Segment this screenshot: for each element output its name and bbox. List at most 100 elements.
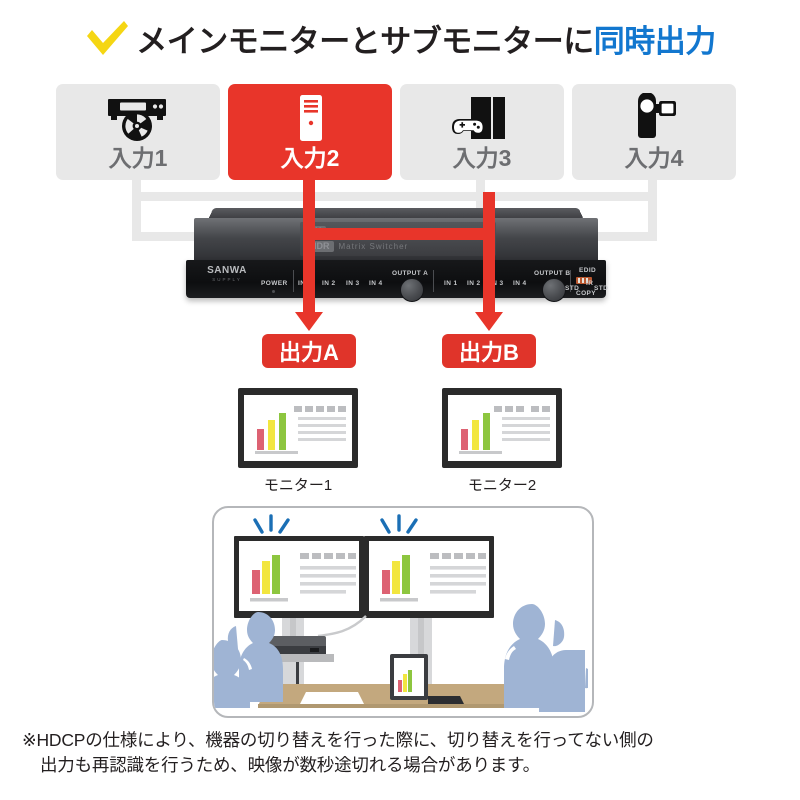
device-brand-subname: SUPPLY (212, 277, 242, 282)
device-brand-name: SANWA (207, 265, 247, 276)
desktop-pc-tower-icon (300, 95, 322, 141)
input-card-3[interactable]: 入力3 (400, 84, 564, 180)
input-card-2[interactable]: 入力2 (228, 84, 392, 180)
wall-monitor-right (364, 536, 494, 618)
monitor-1-frame (238, 388, 358, 468)
monitor-1-text-blocks (293, 405, 346, 412)
input-card-label-4: 入力4 (624, 145, 684, 171)
device-label-output-b: OUTPUT B (534, 270, 571, 277)
device-label-std-left: STD (565, 285, 580, 292)
person-left-collar (243, 658, 252, 670)
monitor-2-label: モニター2 (467, 477, 537, 494)
input-icon-wrap-2 (228, 92, 392, 144)
device-label-a-in3: IN 3 (346, 280, 360, 287)
device-label-b-in4: IN 4 (513, 280, 527, 287)
signal-path-horizontal (303, 228, 495, 240)
hdmi-matrix-switcher-device: 4K HDMI Matrix HDR Matrix Switcher SANWA… (186, 206, 608, 302)
device-brand-row-2: HDR Matrix Switcher (306, 239, 496, 254)
flash-icon-right (380, 514, 418, 534)
output-badge-b: 出力B (442, 334, 536, 368)
person-right-collar (505, 646, 516, 660)
input-card-label-2: 入力2 (280, 145, 340, 171)
monitor-2: モニター2 (442, 388, 562, 495)
hdmi-cable (317, 615, 367, 638)
input-icon-wrap-4 (572, 92, 736, 144)
device-label-edid: EDID (579, 267, 597, 274)
connector-drop-left (132, 192, 141, 240)
signal-path-output-b-stem (483, 192, 495, 316)
monitor-1-bar-chart (256, 412, 286, 450)
input-source-row: 入力1 入力2 (0, 84, 800, 188)
signal-arrowhead-output-b (475, 312, 503, 331)
person-left-front (214, 640, 250, 708)
game-console-icon (452, 97, 505, 139)
device-divider-2 (433, 270, 434, 292)
device-divider-1 (293, 270, 294, 292)
check-icon (87, 20, 129, 55)
device-label-ir-sensor: IR (586, 280, 594, 287)
device-label-power: POWER (261, 280, 288, 287)
device-label-a-in4: IN 4 (369, 280, 383, 287)
output-badge-a-label: 出力A (279, 340, 339, 365)
device-power-led (272, 290, 275, 293)
connector-line-input4 (648, 180, 657, 192)
input-icon-wrap-3 (400, 92, 564, 144)
signal-arrowhead-output-a (295, 312, 323, 331)
page-title-text: メインモニターとサブモニターに同時出力 (136, 16, 716, 61)
switcher-on-shelf (260, 636, 334, 696)
page-title: メインモニターとサブモニターに同時出力 (0, 16, 800, 61)
device-output-b-knob[interactable] (542, 278, 566, 302)
monitor-2-text-blocks (493, 405, 550, 412)
camcorder-icon (638, 93, 676, 138)
input-icon-wrap-1 (56, 92, 220, 144)
device-brand-logo: SANWA SUPPLY (200, 266, 254, 284)
meeting-room-scene (214, 514, 588, 712)
person-right-back (504, 604, 565, 708)
monitor-2-text-lines (502, 417, 550, 445)
monitor-2-bar-chart (460, 412, 490, 450)
monitor-1-screen (244, 395, 352, 461)
device-label-output-a: OUTPUT A (392, 270, 429, 277)
connector-bus-right (476, 192, 657, 201)
monitor-2-screen (448, 395, 556, 461)
footnote: ※HDCPの仕様により、機器の切り替えを行った際に、切り替えを行ってない側の 出… (22, 728, 788, 779)
input-card-1[interactable]: 入力1 (56, 84, 220, 180)
input-card-4[interactable]: 入力4 (572, 84, 736, 180)
device-hdr-tag: HDR (306, 241, 334, 252)
flash-icon-left (253, 514, 290, 534)
signal-path-input2-drop (303, 180, 315, 232)
laptop (390, 654, 464, 704)
footnote-line-2: 出力も再認識を行うため、映像が数秒途切れる場合があります。 (40, 755, 540, 776)
connector-line-input1 (132, 180, 141, 192)
output-badge-a: 出力A (262, 334, 356, 368)
device-divider-3 (570, 270, 571, 292)
monitor-1: モニター1 (238, 388, 358, 495)
paper-sheet (300, 692, 364, 704)
device-label-b-in3: IN 3 (490, 280, 504, 287)
signal-path-output-a-stem (303, 228, 315, 316)
monitor-1-text-lines (298, 417, 346, 445)
page-title-accent: 同時出力 (593, 24, 717, 59)
person-right-front (539, 650, 588, 712)
monitor-2-frame (442, 388, 562, 468)
monitor-2-chart-baseline (458, 450, 502, 454)
connector-drop-right (648, 192, 657, 240)
device-front-panel: SANWA SUPPLY POWER IN 1 IN 2 IN 3 IN 4 O… (186, 260, 608, 302)
input-card-label-1: 入力1 (108, 145, 168, 171)
device-upper-face: 4K HDMI Matrix HDR Matrix Switcher (194, 218, 598, 262)
meeting-room-illustration (212, 506, 594, 718)
connector-line-input3 (476, 180, 485, 192)
device-dip-switch[interactable] (576, 277, 592, 284)
wall-monitor-left (234, 536, 364, 618)
device-output-a-knob[interactable] (400, 278, 424, 302)
footnote-line-1: ※HDCPの仕様により、機器の切り替えを行った際に、切り替えを行ってない側の (22, 730, 654, 750)
device-label-b-in1: IN 1 (444, 280, 458, 287)
output-badge-b-label: 出力B (459, 340, 519, 365)
device-label-a-in2: IN 2 (322, 280, 336, 287)
bluray-player-icon (108, 99, 166, 141)
input-card-label-3: 入力3 (452, 145, 512, 171)
monitor-1-chart-baseline (254, 450, 298, 454)
device-top-sub-2: Matrix Switcher (338, 242, 409, 251)
device-label-copy: COPY (576, 290, 597, 297)
